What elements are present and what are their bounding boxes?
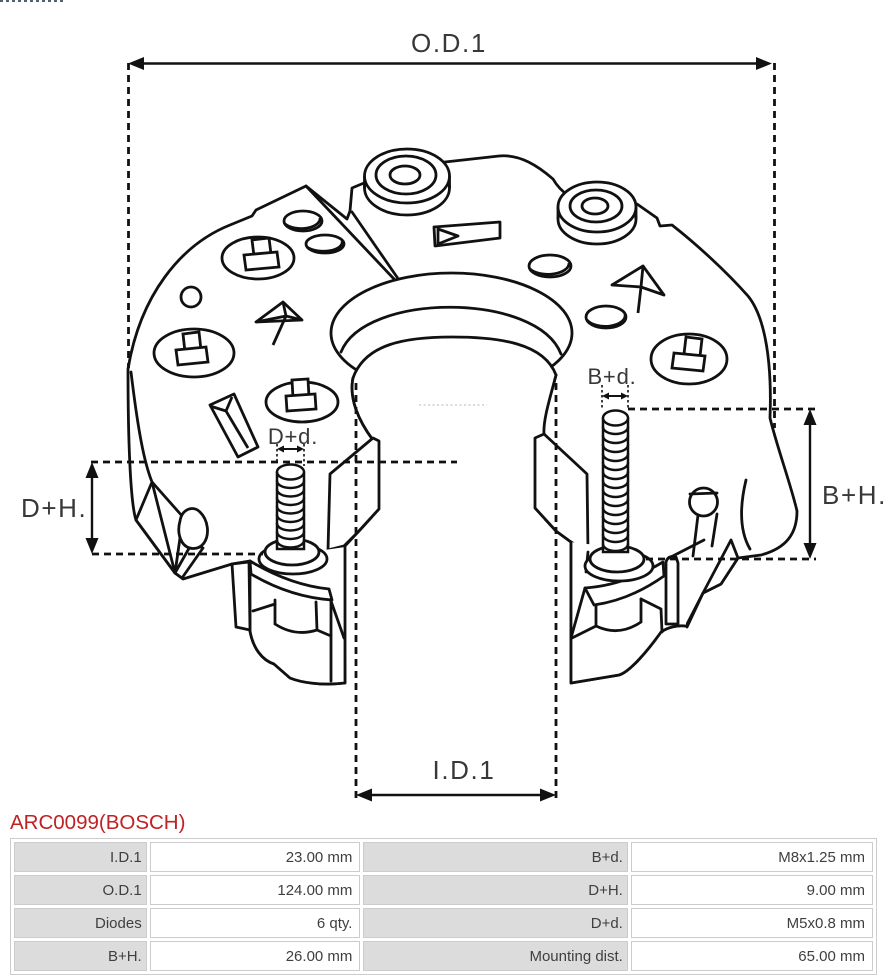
svg-text:O.D.1: O.D.1 xyxy=(411,28,487,58)
svg-text:B+d.: B+d. xyxy=(587,364,636,389)
svg-text:D+d.: D+d. xyxy=(268,424,318,449)
svg-text:D+H.: D+H. xyxy=(21,493,87,523)
svg-text:I.D.1: I.D.1 xyxy=(433,755,496,785)
svg-text:B+H.: B+H. xyxy=(822,480,887,510)
